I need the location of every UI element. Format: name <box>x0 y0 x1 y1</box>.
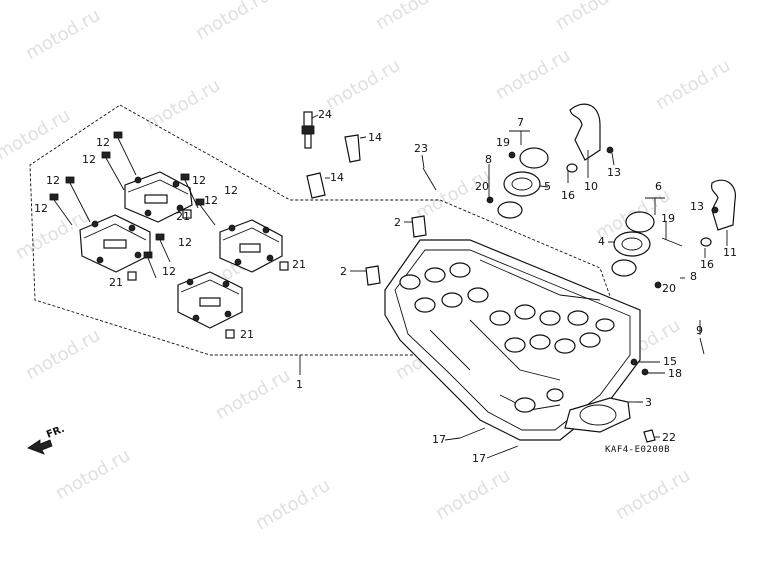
cam-holder-a <box>124 171 193 223</box>
callout-24: 24 <box>318 108 332 121</box>
insulator-upper <box>486 147 578 219</box>
watermark: motod.ru <box>192 0 274 44</box>
callout-12: 12 <box>224 184 238 197</box>
callout-16: 16 <box>700 258 714 271</box>
callout-13: 13 <box>607 166 621 179</box>
watermark: motod.ru <box>432 465 514 524</box>
pipe-10 <box>569 103 614 161</box>
bolt-23 <box>422 167 437 191</box>
watermark: motod.ru <box>322 55 404 114</box>
cap-22 <box>643 429 656 443</box>
callout-16: 16 <box>561 189 575 202</box>
washer-15 <box>630 358 638 366</box>
callout-5: 5 <box>544 180 551 193</box>
watermark: motod.ru <box>52 445 134 504</box>
bolt-9 <box>699 337 705 355</box>
callout-14: 14 <box>330 171 344 184</box>
watermark: motod.ru <box>0 105 74 164</box>
front-label: FR. <box>45 424 66 441</box>
cam-holder-d <box>177 271 243 329</box>
callout-2: 2 <box>394 216 401 229</box>
callout-21: 21 <box>240 328 254 341</box>
watermark: motod.ru <box>612 465 694 524</box>
callout-2: 2 <box>340 265 347 278</box>
callout-12: 12 <box>34 202 48 215</box>
front-arrow: FR. <box>27 424 66 455</box>
callout-21: 21 <box>176 210 190 223</box>
insulator-lower <box>611 211 683 289</box>
cam-holder-c <box>219 219 283 273</box>
dowels-21 <box>127 209 289 339</box>
pin-17b <box>491 445 519 457</box>
callout-12: 12 <box>46 174 60 187</box>
callout-20: 20 <box>475 180 489 193</box>
callout-17: 17 <box>432 433 446 446</box>
watermark: motod.ru <box>22 325 104 384</box>
callout-14: 14 <box>368 131 382 144</box>
callout-23: 23 <box>414 142 428 155</box>
callout-21: 21 <box>109 276 123 289</box>
watermark: motod.ru <box>372 0 454 34</box>
callout-8: 8 <box>485 153 492 166</box>
callout-7: 7 <box>517 116 524 129</box>
callout-22: 22 <box>662 431 676 444</box>
callout-12: 12 <box>96 136 110 149</box>
callouts: 24 14 14 7 19 8 20 5 16 10 13 23 6 19 13… <box>34 108 737 465</box>
pipe-11 <box>700 179 737 247</box>
watermark: motod.ru <box>652 55 734 114</box>
callout-15: 15 <box>663 355 677 368</box>
callout-6: 6 <box>655 180 662 193</box>
diagram-code: KAF4-E0200B <box>605 445 670 455</box>
watermark: motod.ru <box>552 0 634 34</box>
callout-12: 12 <box>192 174 206 187</box>
callout-17: 17 <box>472 452 486 465</box>
watermark: motod.ru <box>252 475 334 534</box>
callout-12: 12 <box>178 236 192 249</box>
callout-11: 11 <box>723 246 737 259</box>
gasket-3 <box>564 397 643 433</box>
watermark: motod.ru <box>142 75 224 134</box>
spark-plug-24 <box>301 111 315 149</box>
bolts-12 <box>49 131 216 279</box>
callout-13: 13 <box>690 200 704 213</box>
plug-caps-14 <box>306 134 361 199</box>
cylinder-head <box>384 239 641 441</box>
pin-17a <box>459 427 486 439</box>
callout-12: 12 <box>82 153 96 166</box>
callout-12: 12 <box>162 265 176 278</box>
watermark: motod.ru <box>22 5 104 64</box>
bolt-18 <box>641 368 649 376</box>
leader-lines <box>311 114 728 459</box>
callout-20: 20 <box>662 282 676 295</box>
callout-1: 1 <box>296 378 303 391</box>
callout-19: 19 <box>496 136 510 149</box>
callout-4: 4 <box>598 235 605 248</box>
callout-21: 21 <box>292 258 306 271</box>
callout-18: 18 <box>668 367 682 380</box>
callout-10: 10 <box>584 180 598 193</box>
callout-12: 12 <box>204 194 218 207</box>
callout-3: 3 <box>645 396 652 409</box>
watermark: motod.ru <box>212 365 294 424</box>
callout-8: 8 <box>690 270 697 283</box>
callout-9: 9 <box>696 324 703 337</box>
seals-2 <box>365 215 427 286</box>
callout-19: 19 <box>661 212 675 225</box>
watermark: motod.ru <box>492 45 574 104</box>
